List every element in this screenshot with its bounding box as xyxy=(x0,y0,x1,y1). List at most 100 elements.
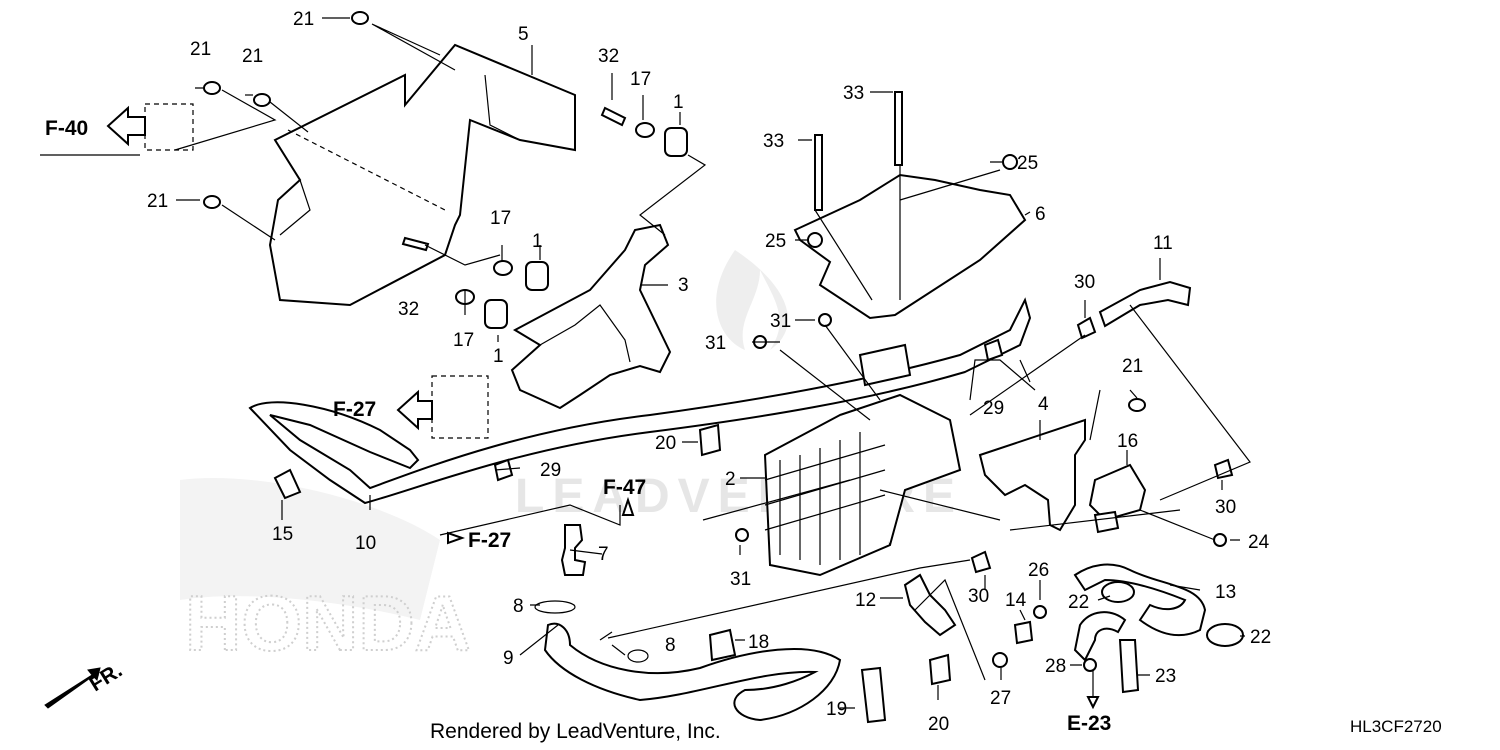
part-short-hose xyxy=(1098,280,1192,328)
part-lower-hose xyxy=(543,622,842,722)
part-canister xyxy=(763,393,962,577)
callout-1: 1 xyxy=(532,231,543,252)
callout-22: 22 xyxy=(1250,627,1271,648)
callout-22: 22 xyxy=(1068,592,1089,613)
callout-labels: 21 21 21 21 21 5 32 32 17 17 17 1 1 1 3 … xyxy=(147,9,1271,735)
callout-25: 25 xyxy=(765,231,786,252)
arrow-f27b-icon xyxy=(447,531,465,545)
honda-wing-icon xyxy=(180,478,440,620)
part-long-hose xyxy=(248,297,1032,505)
clamp-8a xyxy=(534,600,576,614)
ref-f27: F-27 xyxy=(333,398,376,421)
callout-12: 12 xyxy=(855,590,876,611)
callout-26: 26 xyxy=(1028,560,1049,581)
ref-e23: E-23 xyxy=(1067,712,1111,735)
callout-29: 29 xyxy=(540,460,561,481)
arrow-e23-icon xyxy=(1086,696,1100,710)
watermark-flame-icon xyxy=(716,250,788,350)
ref-f47: F-47 xyxy=(603,476,646,499)
callout-7: 7 xyxy=(598,544,609,565)
clamp-27 xyxy=(992,652,1008,668)
clamp-29b xyxy=(493,458,514,482)
callout-21: 21 xyxy=(1122,356,1143,377)
callout-28: 28 xyxy=(1045,656,1066,677)
part-stay-plate xyxy=(978,418,1086,532)
callout-8: 8 xyxy=(513,596,524,617)
clip-19 xyxy=(860,666,887,724)
collar-17a xyxy=(635,122,655,138)
clip-20a xyxy=(698,423,722,457)
callout-19: 19 xyxy=(826,699,847,720)
cap-28 xyxy=(1083,658,1097,672)
arrow-f47-icon xyxy=(621,496,635,516)
clip-21c xyxy=(253,93,271,107)
callout-20: 20 xyxy=(655,433,676,454)
front-indicator: FR. xyxy=(85,659,126,696)
callout-15: 15 xyxy=(272,524,293,545)
callout-21: 21 xyxy=(147,191,168,212)
clamp-29a xyxy=(983,338,1004,362)
leader-lines xyxy=(174,17,1251,709)
clamp-22a xyxy=(1101,581,1135,603)
part-solenoid-valve xyxy=(1088,463,1147,522)
grommet-1c xyxy=(484,299,508,329)
ref-f27: F-27 xyxy=(468,529,511,552)
callout-31: 31 xyxy=(705,333,726,354)
clamp-30c xyxy=(970,550,992,574)
callout-30: 30 xyxy=(1074,272,1095,293)
arrow-f27-icon xyxy=(396,389,433,431)
callout-30: 30 xyxy=(1215,497,1236,518)
part-heat-shield xyxy=(793,173,1027,320)
clamp-30a xyxy=(1076,316,1097,340)
small-hardware xyxy=(203,11,1244,724)
cap-26 xyxy=(1033,605,1047,619)
ref-box-f40 xyxy=(144,103,194,151)
callout-33: 33 xyxy=(763,131,784,152)
clip-21e xyxy=(1128,398,1146,412)
clamp-30b xyxy=(1213,458,1234,480)
arrow-f40-icon xyxy=(106,105,146,147)
callout-24: 24 xyxy=(1248,532,1270,553)
cover-plate-fold xyxy=(277,178,311,236)
part-bracket xyxy=(510,223,672,410)
clip-18 xyxy=(708,628,737,662)
callout-2: 2 xyxy=(725,469,736,490)
diagram-code: HL3CF2720 xyxy=(1350,717,1442,736)
bolt-33a xyxy=(814,134,823,211)
callout-1: 1 xyxy=(673,92,684,113)
bolt-32b xyxy=(401,236,430,252)
callout-20: 20 xyxy=(928,714,949,735)
canister-top xyxy=(839,393,962,546)
callout-16: 16 xyxy=(1117,431,1138,452)
callout-21: 21 xyxy=(293,9,314,30)
callout-4: 4 xyxy=(1038,394,1049,415)
bolt-33b xyxy=(894,91,903,166)
callout-25: 25 xyxy=(1017,153,1038,174)
grommet-1a xyxy=(664,127,688,157)
front-arrow-icon xyxy=(44,667,101,709)
part-hose-13-end xyxy=(1073,611,1127,662)
callout-17: 17 xyxy=(630,69,651,90)
ref-box-f27 xyxy=(431,375,489,439)
clip-21b xyxy=(203,81,221,95)
figure-references: F-40 F-27 F-27 F-47 E-23 xyxy=(45,117,1111,735)
bracket-fold xyxy=(539,304,631,363)
nut-25a xyxy=(1002,154,1018,170)
part-cover-plate xyxy=(268,43,576,307)
clip-20b xyxy=(928,653,952,686)
part-joint-23 xyxy=(1118,639,1140,694)
rendered-by-credit: Rendered by LeadVenture, Inc. xyxy=(430,720,721,743)
callout-6: 6 xyxy=(1035,204,1046,225)
callout-17: 17 xyxy=(453,330,474,351)
clip-15 xyxy=(273,468,302,500)
callout-23: 23 xyxy=(1155,666,1176,687)
callout-8: 8 xyxy=(665,635,676,656)
callout-1: 1 xyxy=(493,346,504,367)
fitting-14 xyxy=(1013,620,1034,645)
clamp-8b xyxy=(627,649,649,663)
bolt-32a xyxy=(600,106,627,127)
clip-21a xyxy=(351,11,369,25)
clamp-22b xyxy=(1206,623,1244,647)
